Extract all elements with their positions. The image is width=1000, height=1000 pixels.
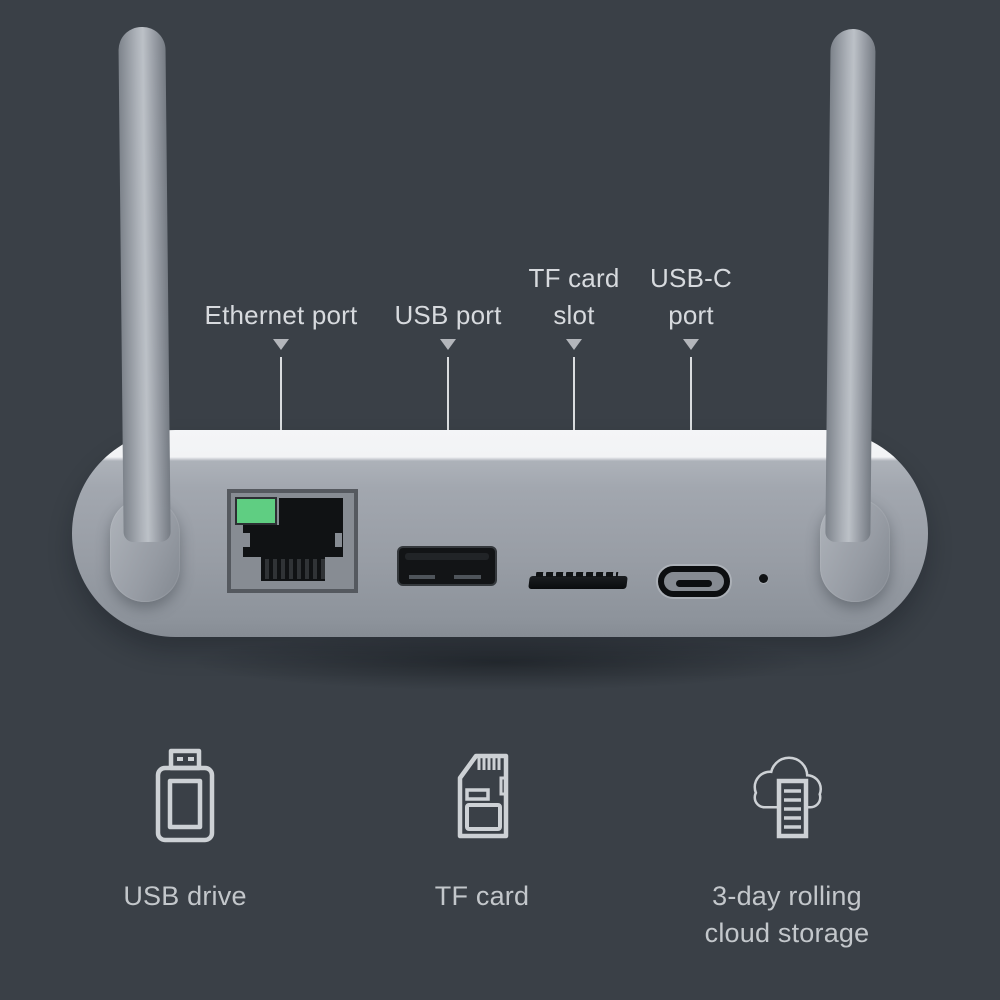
down-arrow-icon [566, 339, 582, 350]
callout-label-line: USB-C [650, 263, 732, 293]
feature-caption: USB drive [123, 878, 246, 915]
feature-caption: TF card [435, 878, 529, 915]
callout-label: USB port [338, 256, 558, 334]
usb-a-port-graphic [397, 546, 497, 586]
ethernet-jack-graphic [227, 489, 358, 593]
usb-a-port [396, 545, 498, 592]
feature-caption-line: 3-day rolling [712, 881, 862, 911]
callout-label-line: USB port [394, 300, 502, 330]
usb-drive-icon [148, 748, 222, 848]
usb-c-port [658, 566, 730, 597]
callout-ethernet-port: Ethernet port [171, 256, 391, 486]
down-arrow-icon [440, 339, 456, 350]
feature-usb-drive: USB drive [55, 748, 315, 915]
callout-label-line: TF card [528, 263, 620, 293]
callout-label: Ethernet port [171, 256, 391, 334]
reset-pinhole [759, 574, 768, 583]
cloud-storage-icon [741, 748, 833, 848]
usb-c-inner-slot [676, 579, 712, 587]
feature-caption-line: TF card [434, 881, 530, 911]
callout-label: TF card slot [464, 256, 684, 334]
ethernet-port [227, 489, 358, 598]
link-led [235, 497, 277, 525]
callout-label-line: slot [553, 300, 595, 330]
callout-usb-port: USB port [338, 256, 558, 542]
leader-line [280, 357, 282, 486]
feature-cloud-storage: 3-day rolling cloud storage [657, 748, 917, 952]
hub-device-body [72, 430, 928, 637]
right-antenna-shaft [825, 28, 876, 543]
callout-label: USB-C port [581, 256, 801, 334]
feature-tf-card: TF card [352, 748, 612, 915]
tf-card-icon [446, 748, 518, 848]
down-arrow-icon [273, 339, 289, 350]
callout-label-line: port [668, 300, 714, 330]
feature-caption-line: USB drive [123, 881, 247, 911]
feature-caption: 3-day rolling cloud storage [705, 878, 870, 952]
left-antenna-shaft [118, 26, 171, 543]
callout-label-line: Ethernet port [204, 300, 358, 330]
feature-caption-line: cloud storage [704, 918, 870, 948]
tf-card-slot [528, 576, 628, 589]
down-arrow-icon [683, 339, 699, 350]
